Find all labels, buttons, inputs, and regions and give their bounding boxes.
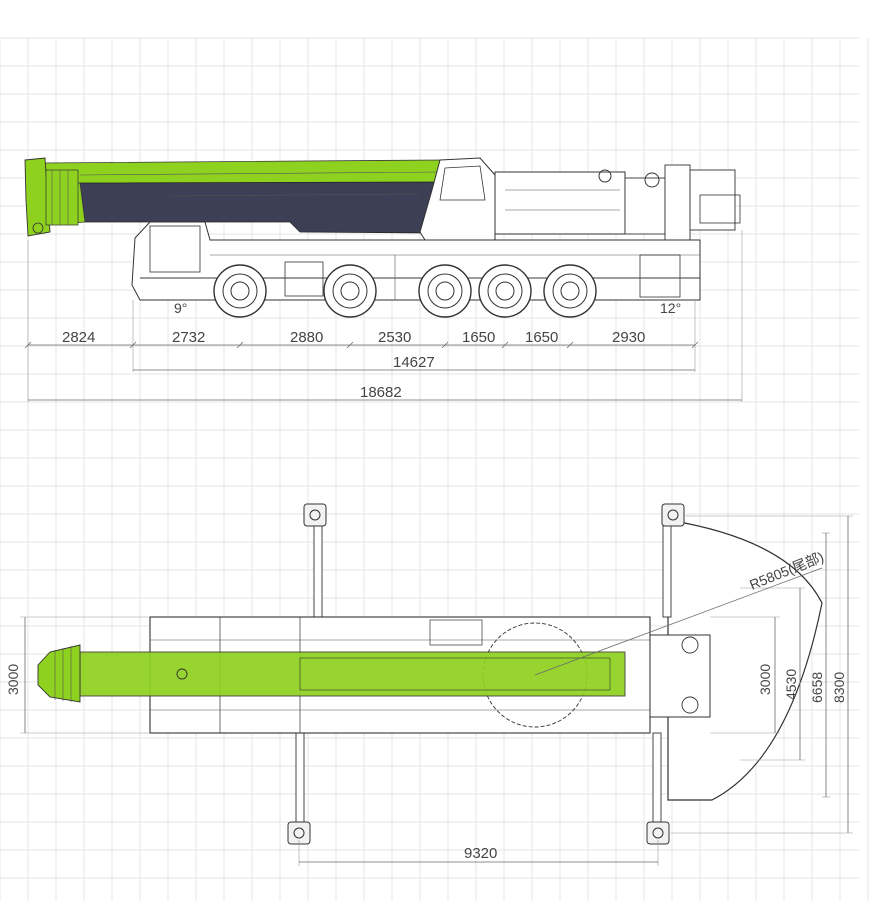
dim-width-4: 8300 bbox=[831, 672, 847, 703]
wheel-3 bbox=[418, 264, 472, 318]
dim-chassis-length: 14627 bbox=[393, 354, 435, 371]
dim-segment-6: 1650 bbox=[525, 329, 558, 346]
dim-width-1: 3000 bbox=[757, 664, 773, 695]
dim-segment-2: 2732 bbox=[172, 329, 205, 346]
approach-angle: 9° bbox=[174, 300, 187, 316]
departure-angle: 12° bbox=[660, 300, 681, 316]
top-view: 3000 9320 R5805(尾部) 3000 4530 6658 8300 bbox=[5, 503, 853, 866]
dim-segment-3: 2880 bbox=[290, 329, 323, 346]
dim-segment-7: 2930 bbox=[612, 329, 645, 346]
wheel-4 bbox=[478, 264, 532, 318]
top-boom bbox=[37, 644, 626, 703]
dim-width-3: 6658 bbox=[809, 672, 825, 703]
dim-width-2: 4530 bbox=[783, 669, 799, 700]
side-wheels bbox=[213, 264, 597, 318]
counterweight-outline bbox=[667, 519, 823, 801]
wheel-2 bbox=[323, 264, 377, 318]
dim-boom-width: 3000 bbox=[5, 664, 21, 695]
side-superstructure bbox=[419, 157, 741, 241]
top-dimensions bbox=[20, 515, 853, 866]
wheel-1 bbox=[213, 264, 267, 318]
dim-segment-4: 2530 bbox=[378, 329, 411, 346]
side-dimensions bbox=[24, 230, 743, 402]
side-boom bbox=[24, 157, 441, 237]
dim-overall-length: 18682 bbox=[360, 384, 402, 401]
dim-segment-1: 2824 bbox=[62, 329, 95, 346]
dim-segment-5: 1650 bbox=[462, 329, 495, 346]
dim-outrigger-length: 9320 bbox=[464, 845, 497, 862]
side-view: 2824 2732 2880 2530 1650 1650 2930 14627… bbox=[24, 157, 743, 402]
outriggers bbox=[287, 503, 685, 845]
wheel-5 bbox=[543, 264, 597, 318]
